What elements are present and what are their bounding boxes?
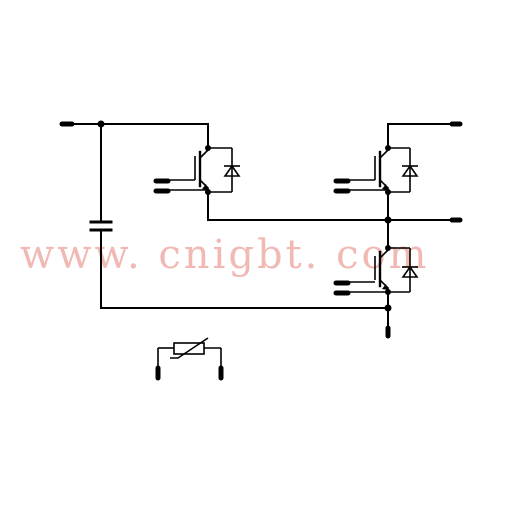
capacitor-symbol [89, 220, 113, 232]
gate-pins-left-upper [153, 178, 171, 194]
gate-pins-right-upper [333, 178, 351, 194]
igbt-right-upper [344, 147, 419, 193]
terminal-pins [59, 121, 463, 339]
junction-nodes [97, 120, 392, 312]
wiring [65, 123, 457, 335]
thermistor-symbol [157, 337, 222, 370]
igbt-left-upper [164, 147, 241, 193]
gate-pins-right-lower [333, 280, 351, 296]
watermark-text: www. cnigbt. com [20, 232, 429, 278]
thermistor-pins [155, 365, 224, 381]
igbt-right-lower [344, 247, 419, 293]
